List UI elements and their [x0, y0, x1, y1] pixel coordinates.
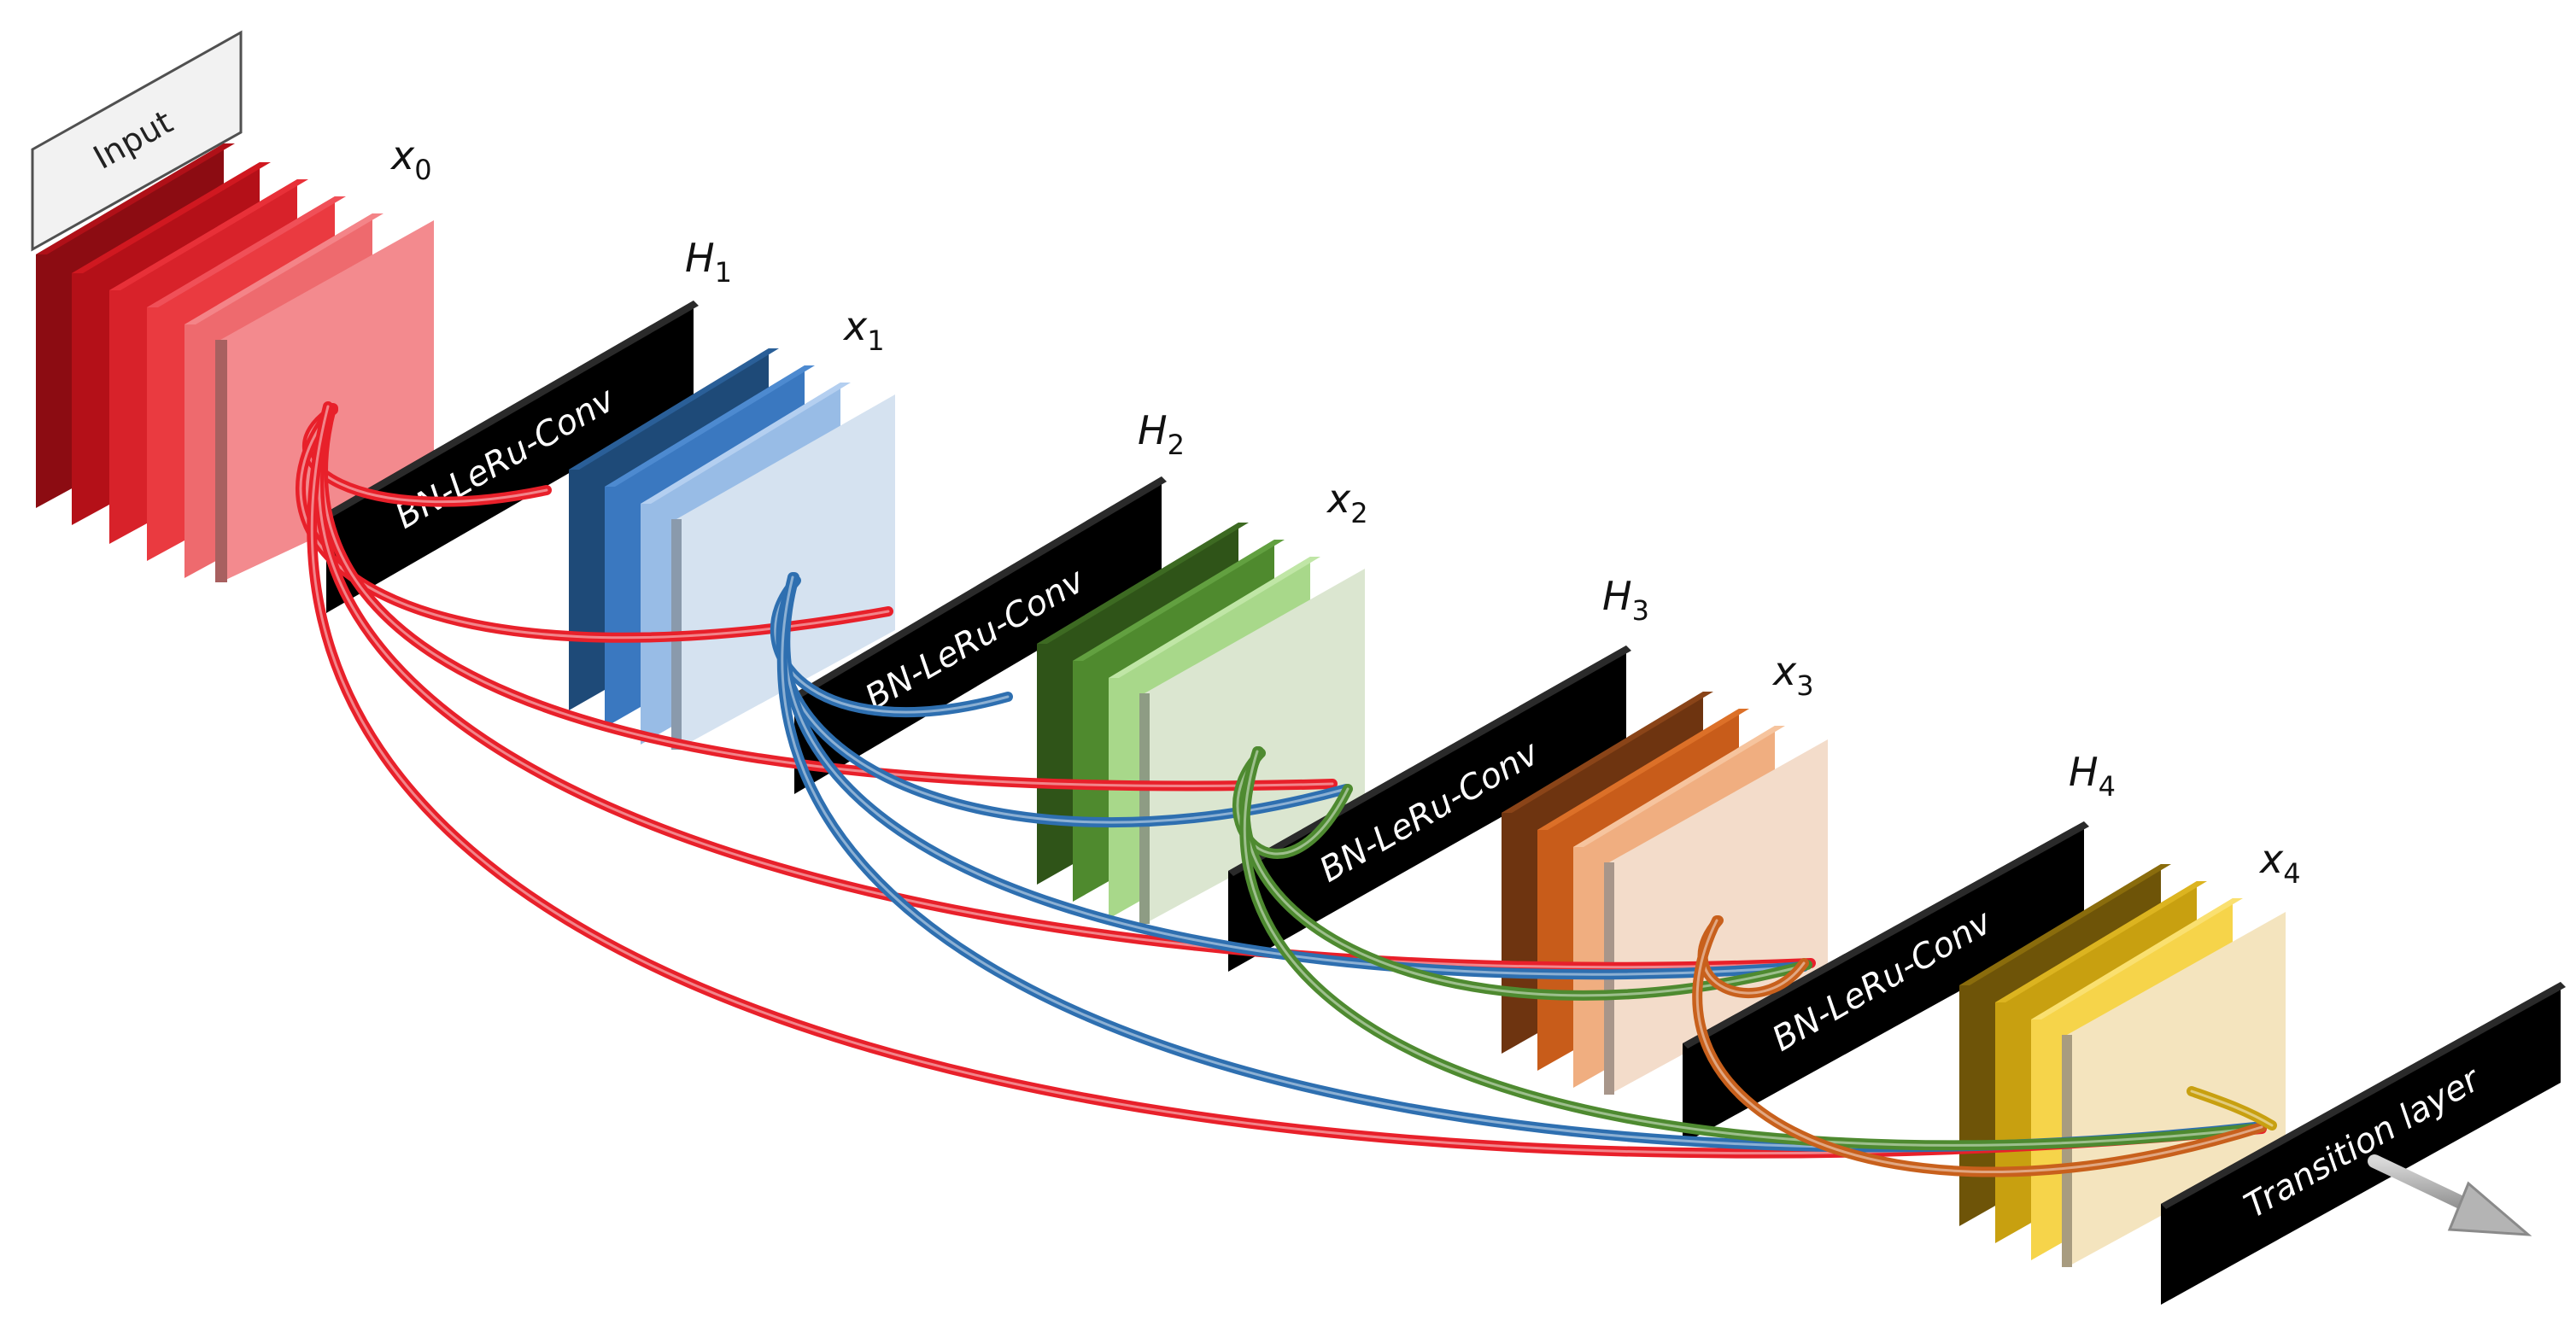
label-h4-var: H: [2069, 749, 2099, 795]
label-x2-var: x: [1326, 476, 1351, 522]
label-h4: H4: [2069, 749, 2116, 803]
input-label-box: Input: [31, 30, 243, 252]
svg-text:H1: H1: [685, 235, 732, 289]
label-h3-var: H: [1602, 573, 1632, 619]
label-h3-sub: 3: [1632, 594, 1649, 627]
dense-connections: [296, 401, 2277, 1177]
conn-x4-trans: [2187, 1086, 2277, 1130]
conn-x3-trans: [1692, 915, 2267, 1177]
conn-x0-trans: [307, 401, 2267, 1159]
conn-x0-h4: [313, 403, 1816, 973]
label-x4-var: x: [2258, 836, 2284, 882]
label-h2-sub: 2: [1168, 429, 1185, 461]
svg-text:x1: x1: [842, 303, 885, 357]
label-x0-sub: 0: [414, 154, 431, 186]
label-h1-var: H: [685, 235, 715, 281]
feature-block-x4: [1959, 864, 2286, 1267]
label-x2: x2: [1326, 476, 1368, 529]
label-x3: x3: [1771, 648, 1814, 702]
svg-text:H3: H3: [1602, 573, 1649, 627]
label-x1-sub: 1: [867, 324, 884, 357]
label-x1: x1: [842, 303, 885, 357]
label-x2-sub: 2: [1350, 497, 1367, 529]
conn-x0-h2: [296, 403, 893, 643]
label-h3: H3: [1602, 573, 1649, 627]
label-x4-sub: 4: [2283, 857, 2300, 890]
label-x3-sub: 3: [1796, 669, 1813, 702]
label-x3-var: x: [1771, 648, 1797, 694]
label-x0-var: x: [389, 132, 415, 178]
label-h2: H2: [1138, 407, 1185, 461]
conn-x1-h2: [770, 575, 1013, 717]
svg-text:H4: H4: [2069, 749, 2116, 803]
conn-x0-h3: [318, 403, 1338, 792]
svg-text:x4: x4: [2258, 836, 2301, 890]
output-arrow: [2368, 1154, 2532, 1236]
label-h1-sub: 1: [715, 256, 732, 289]
svg-text:x3: x3: [1771, 648, 1814, 702]
label-h4-sub: 4: [2099, 770, 2116, 803]
feature-block-x0: [36, 143, 434, 582]
conn-x2-trans: [1239, 746, 2257, 1151]
label-h1: H1: [685, 235, 732, 289]
label-x0: x0: [389, 132, 432, 186]
label-x4: x4: [2258, 836, 2301, 890]
label-x1-var: x: [842, 303, 868, 349]
conn-x1-h4: [780, 572, 1809, 980]
svg-text:x0: x0: [389, 132, 432, 186]
svg-text:H2: H2: [1138, 407, 1185, 461]
svg-text:x2: x2: [1326, 476, 1368, 529]
label-h2-var: H: [1138, 407, 1168, 453]
